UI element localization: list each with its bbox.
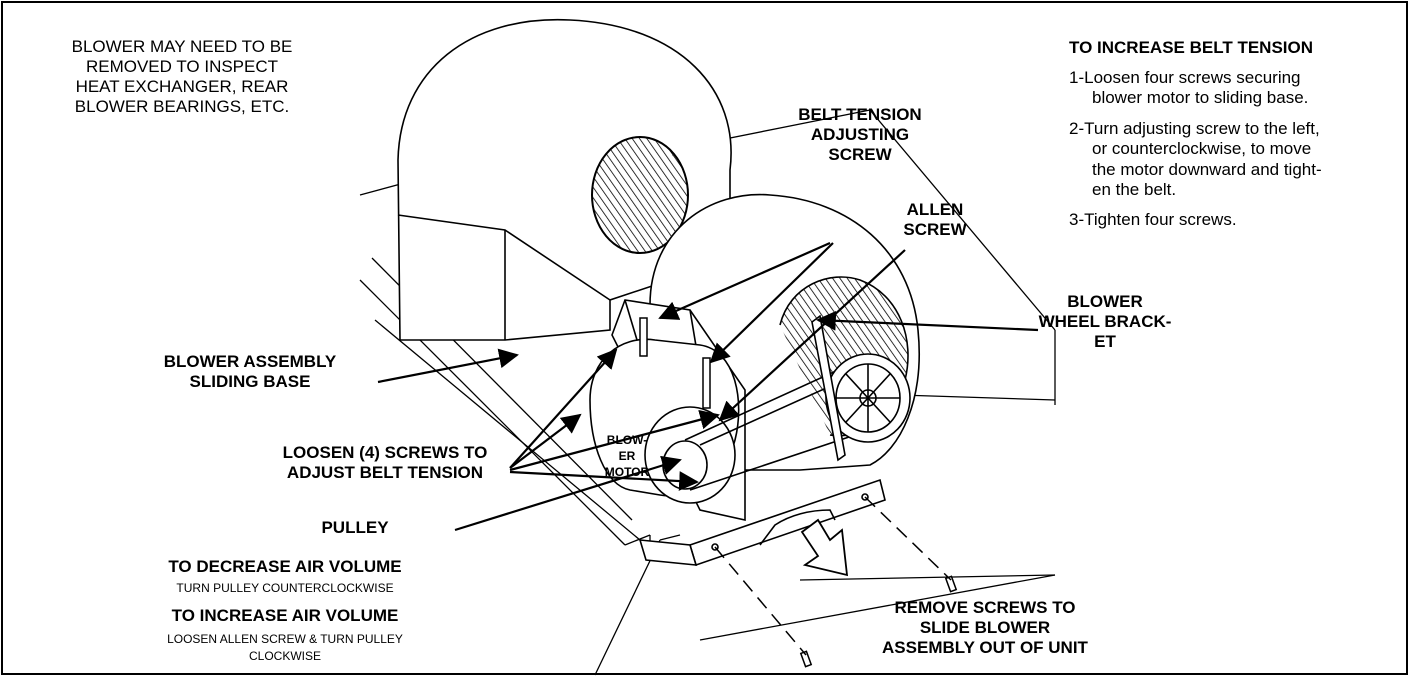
note-line: REMOVED TO INSPECT — [85, 57, 279, 77]
label-line: ADJUSTING — [810, 125, 910, 145]
instruction-step: 1-Loosen four screws securing blower mot… — [1069, 68, 1389, 109]
label-blower-motor: BLOW- ER MOTOR — [592, 432, 662, 481]
label-sliding-base: BLOWER ASSEMBLY SLIDING BASE — [130, 352, 370, 392]
label-belt-tension-screw: BELT TENSION ADJUSTING SCREW — [775, 105, 945, 165]
step-text: 2-Turn adjusting screw to the left, — [1069, 118, 1320, 138]
step-text: blower motor to sliding base. — [1092, 88, 1309, 108]
label-line: CLOCKWISE — [248, 649, 321, 664]
sliding-base — [638, 478, 886, 567]
step-text: 1-Loosen four screws securing — [1069, 68, 1301, 87]
label-loosen-screws: LOOSEN (4) SCREWS TO ADJUST BELT TENSION — [240, 443, 530, 483]
increase-air-volume-text: LOOSEN ALLEN SCREW & TURN PULLEY CLOCKWI… — [160, 631, 410, 666]
label-line: SCREW — [828, 145, 892, 165]
label-pulley: PULLEY — [321, 518, 389, 537]
label-line: BLOWER — [1067, 292, 1143, 311]
removal-note: BLOWER MAY NEED TO BE REMOVED TO INSPECT… — [22, 37, 342, 117]
label-blower-wheel-bracket: BLOWER WHEEL BRACK- ET — [1025, 292, 1185, 352]
instructions-title: TO INCREASE BELT TENSION — [1069, 38, 1314, 57]
label-line: SLIDING BASE — [189, 372, 311, 392]
step-text: the motor downward and tight- — [1092, 159, 1322, 179]
label-line: SLIDE BLOWER — [919, 618, 1051, 638]
label-line: REMOVE SCREWS TO — [894, 598, 1076, 617]
step-text: or counterclockwise, to move — [1092, 139, 1312, 159]
label-line: BLOW- — [606, 433, 648, 447]
note-line: HEAT EXCHANGER, REAR — [75, 77, 289, 97]
blower-motor — [589, 338, 740, 504]
label-allen-screw: ALLEN SCREW — [870, 200, 1000, 240]
label-line: WHEEL BRACK- — [1038, 312, 1172, 332]
increase-air-volume-title: TO INCREASE AIR VOLUME — [171, 606, 399, 625]
label-line: BELT TENSION — [798, 105, 922, 124]
step-text: en the belt. — [1092, 179, 1177, 199]
callout-arrows — [377, 241, 1039, 532]
note-line: BLOWER BEARINGS, ETC. — [74, 97, 290, 117]
label-line: SCREW — [903, 220, 967, 240]
slide-out-arrow — [800, 518, 849, 577]
label-remove-screws: REMOVE SCREWS TO SLIDE BLOWER ASSEMBLY O… — [840, 598, 1130, 658]
label-line: ADJUST BELT TENSION — [286, 463, 484, 483]
screws — [639, 317, 958, 668]
label-line: LOOSEN (4) SCREWS TO — [282, 443, 488, 462]
decrease-air-volume-text: TURN PULLEY COUNTERCLOCKWISE — [176, 581, 394, 595]
label-line: BLOWER ASSEMBLY — [163, 352, 337, 371]
blower-pulley — [825, 353, 911, 443]
label-line: LOOSEN ALLEN SCREW & TURN PULLEY — [167, 632, 403, 646]
note-line: BLOWER MAY NEED TO BE — [71, 37, 293, 56]
instruction-step: 2-Turn adjusting screw to the left, or c… — [1069, 119, 1389, 201]
rear-blower-housing — [397, 18, 732, 341]
belt-tension-instructions: TO INCREASE BELT TENSION 1-Loosen four s… — [1069, 38, 1389, 241]
label-line: ET — [1094, 332, 1116, 352]
decrease-air-volume-title: TO DECREASE AIR VOLUME — [168, 557, 402, 576]
step-text: 3-Tighten four screws. — [1069, 210, 1237, 230]
label-line: ALLEN — [906, 200, 964, 219]
label-line: MOTOR — [604, 465, 650, 480]
label-line: ASSEMBLY OUT OF UNIT — [882, 638, 1088, 658]
instruction-step: 3-Tighten four screws. — [1069, 210, 1389, 230]
label-line: ER — [618, 449, 636, 464]
